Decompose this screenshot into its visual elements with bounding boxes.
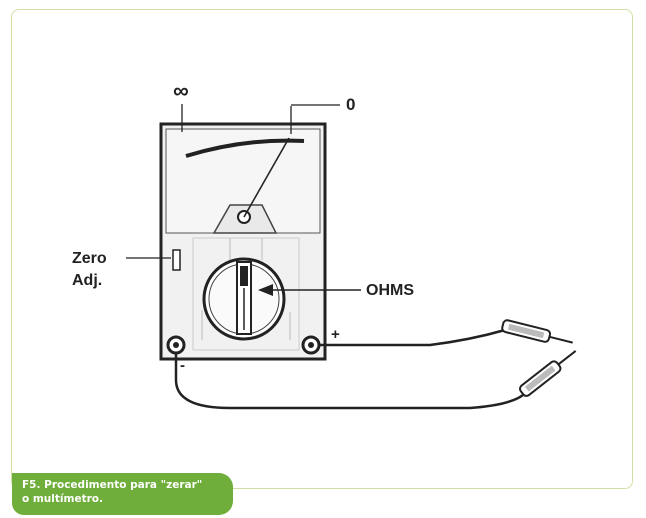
plus-label: + bbox=[331, 326, 340, 343]
positive-probe bbox=[501, 319, 573, 344]
infinity-label: ∞ bbox=[173, 78, 189, 103]
meter-needle bbox=[243, 137, 290, 218]
lower-panel bbox=[192, 237, 300, 351]
negative-jack-center bbox=[173, 342, 179, 348]
positive-jack-center bbox=[308, 342, 314, 348]
meter-scale-arc bbox=[185, 138, 305, 158]
minus-label: - bbox=[180, 357, 185, 374]
zero-adjust-knob[interactable] bbox=[172, 249, 181, 271]
zero-adj-label-line1: Zero bbox=[72, 250, 107, 267]
meter-display-window bbox=[165, 128, 321, 234]
positive-test-lead bbox=[319, 328, 506, 347]
ohms-label: OHMS bbox=[366, 282, 414, 299]
caption-line-1: F5. Procedimento para "zerar" bbox=[22, 479, 203, 491]
ohms-arrowhead bbox=[258, 284, 273, 296]
lower-panel-detail bbox=[201, 238, 291, 340]
caption-line-2: o multímetro. bbox=[22, 493, 103, 505]
negative-probe bbox=[519, 350, 577, 397]
negative-test-lead bbox=[174, 353, 524, 410]
zero-adj-label-line2: Adj. bbox=[72, 272, 103, 289]
figure-caption: F5. Procedimento para "zerar" o multímet… bbox=[12, 473, 233, 515]
zero-label: 0 bbox=[346, 95, 356, 114]
zero-adj-label: Zero Adj. bbox=[72, 248, 107, 292]
selector-dial-pointer-mark bbox=[240, 266, 248, 286]
